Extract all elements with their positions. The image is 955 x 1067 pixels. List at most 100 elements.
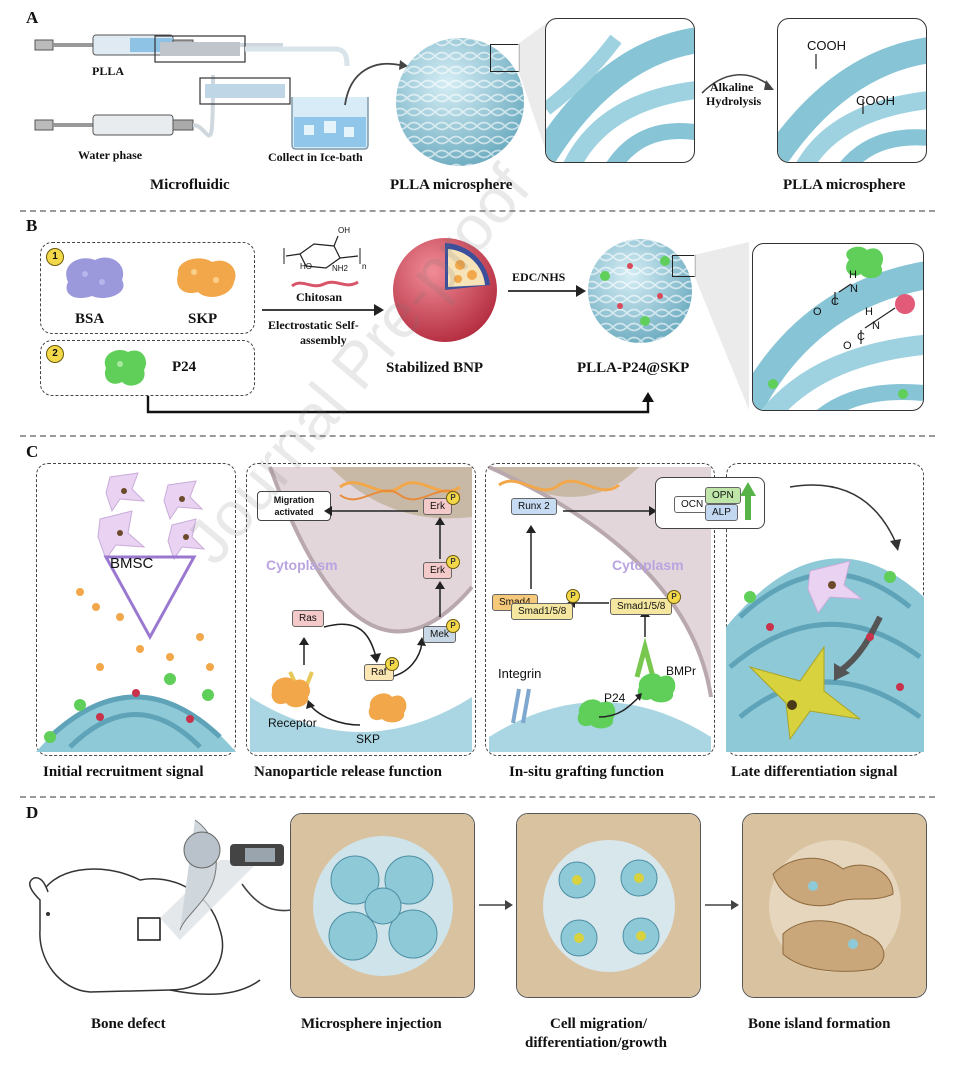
stabilized-bnp-sphere [393,238,497,342]
label-collect-ice-bath: Collect in Ice-bath [268,150,363,164]
alkaline-arrow [701,74,774,94]
chitosan-strand [291,280,359,288]
caption-d4: Bone island formation [748,1016,891,1032]
caption-microfluidic: Microfluidic [150,177,230,193]
label-water-phase: Water phase [78,148,143,162]
chem-n-2: N [872,320,880,332]
smad158-left-pill: Smad1/5/8 [511,603,574,620]
label-hydrolysis: Hydrolysis [706,94,762,108]
label-chitosan: Chitosan [296,290,343,304]
caption-plla-microsphere-2: PLLA microsphere [783,177,906,193]
bsa-protein-icon [66,257,124,299]
panel-d-letter: D [26,803,39,822]
label-edc-nhs: EDC/NHS [512,270,566,284]
cooh-label-2: COOH [856,93,895,108]
zoom-panel-1 [545,18,695,163]
smad158-right-pill: Smad1/5/8 [610,598,673,615]
panel-a-letter: A [26,8,39,27]
panel-b-letter: B [26,216,38,235]
box-step-2 [40,340,255,396]
zoom-lines [518,22,548,157]
chitosan-oh: OH [338,226,350,235]
skp-protein-icon [177,258,236,297]
c3-box [485,463,715,756]
ocn-pill: OCN [674,496,711,513]
label-bsa: BSA [75,311,105,327]
chem-c-1: C [831,296,839,308]
erk-top-p: P [446,491,460,505]
runx-pill: Runx 2 [511,498,557,515]
caption-c2: Nanoparticle release function [254,764,443,780]
migration-label: Migration activated [273,495,315,517]
c1-box [36,463,236,756]
panel-c-letter: C [26,442,39,461]
microfluidic-chip [154,35,350,105]
arrow-d2 [479,900,513,910]
chitosan-structure [283,235,361,269]
raf-p: P [385,657,399,671]
label-alkaline: Alkaline [710,80,754,94]
chem-c-2: C [857,331,865,343]
zoom-panel-b [752,243,924,411]
integrin-label: Integrin [498,666,542,681]
zoom-box-b [672,255,696,277]
zoom-lines-b [694,242,749,410]
label-stabilized-bnp: Stabilized BNP [386,360,484,376]
c2-box [246,463,476,756]
zoom-panel-2 [777,18,927,163]
migration-box: Migration activated [257,491,331,521]
ras-pill: Ras [292,610,324,627]
rat-illustration [29,819,284,996]
p24-label-c: P24 [604,691,626,705]
caption-c4: Late differentiation signal [731,764,898,780]
cytoplasm-label-1: Cytoplasm [266,557,338,573]
bmpr-label: BMPr [666,664,696,678]
caption-c1: Initial recruitment signal [43,764,204,780]
curved-arrow-a [344,60,408,106]
separator-cd [20,796,935,798]
c1-illustration [36,472,236,752]
d-panel-4 [742,813,927,998]
label-bmsc: BMSC [110,555,154,572]
d-panel-3 [516,813,701,998]
skp-label-c: SKP [356,732,381,746]
caption-d3-line1: Cell migration/ [550,1016,648,1032]
caption-d3-line2: differentiation/growth [525,1035,667,1051]
label-assembly-2: assembly [300,333,347,347]
cytoplasm-label-2: Cytoplasm [612,557,684,573]
separator-ab [20,210,935,212]
smad-right-p: P [667,590,681,604]
d-panel-2 [290,813,475,998]
mek-p: P [446,619,460,633]
label-assembly-1: Electrostatic Self- [268,318,359,332]
smad-left-p: P [566,589,580,603]
separator-bc [20,435,935,437]
caption-d1: Bone defect [91,1016,166,1032]
plla-microsphere-a [396,38,524,166]
chitosan-ho: HO [300,262,312,271]
plla-p24-skp-sphere [588,239,692,343]
chem-o-1: O [813,306,822,318]
alp-pill: ALP [705,504,738,521]
chem-o-2: O [843,340,852,352]
arrow-to-bnp [262,304,384,316]
caption-plla-microsphere-1: PLLA microsphere [390,177,513,193]
c2-arrows [299,506,445,726]
p24-protein-icon [104,349,147,386]
receptor-label: Receptor [268,716,317,730]
label-p24: P24 [172,359,197,375]
opn-pill: OPN [705,487,741,504]
cooh-label-1: COOH [807,38,846,53]
chem-h-1: H [849,269,857,281]
label-plla-syringe: PLLA [92,64,125,78]
label-skp: SKP [188,311,218,327]
step-2-badge: 2 [46,345,64,363]
c4-illustration [726,484,924,752]
caption-d2: Microsphere injection [301,1016,442,1032]
chem-n-1: N [850,283,858,295]
erk-mid-p: P [446,555,460,569]
upregulation-arrow [740,482,756,520]
zoom-box-small [490,44,520,72]
chitosan-n: n [362,262,367,271]
chitosan-nh2: NH2 [332,264,349,273]
